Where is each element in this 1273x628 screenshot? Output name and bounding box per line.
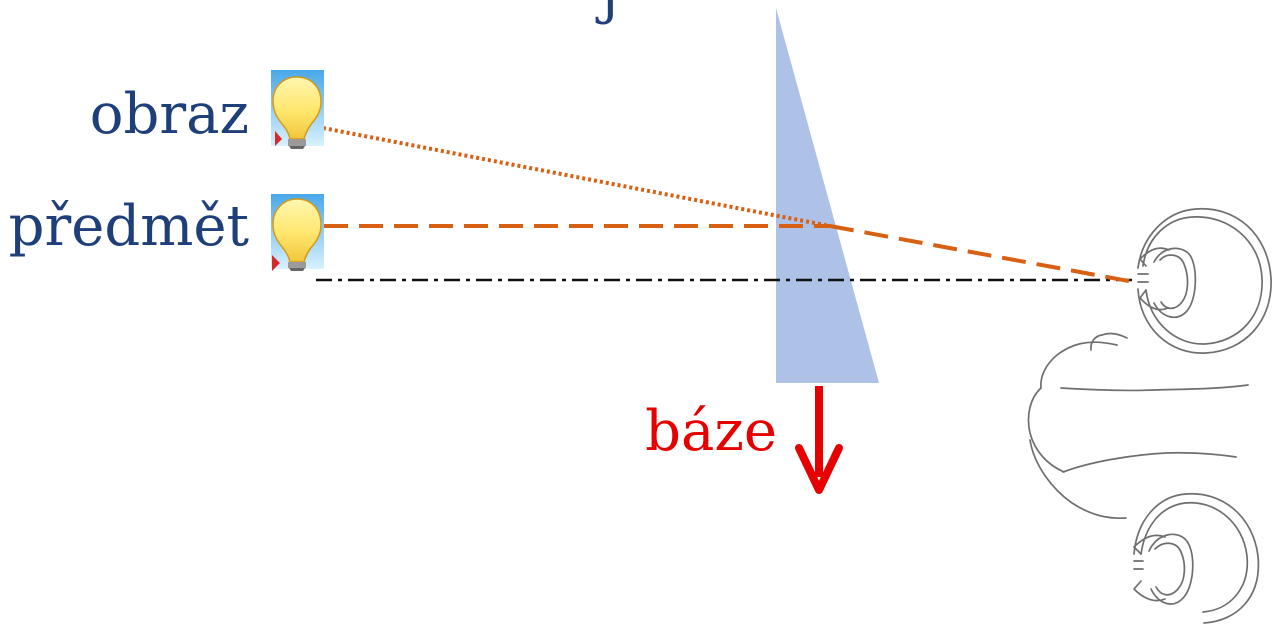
image-label: obraz	[89, 82, 249, 147]
base-arrow-down-icon	[795, 386, 843, 494]
object-ray	[324, 224, 1135, 284]
top-cut-off-letter: j	[601, 0, 618, 22]
base-label: báze	[645, 399, 777, 464]
image-ray	[322, 126, 831, 228]
object-label: předmět	[8, 194, 249, 259]
image-light-bulb-icon	[271, 70, 324, 149]
eyes-and-nose-sketch	[1027, 208, 1272, 624]
lower-eye-icon	[1133, 493, 1260, 624]
upper-eye-icon	[1137, 208, 1272, 354]
nose-outline	[1027, 332, 1249, 520]
object-light-bulb-icon	[271, 194, 324, 271]
prism	[776, 8, 879, 383]
